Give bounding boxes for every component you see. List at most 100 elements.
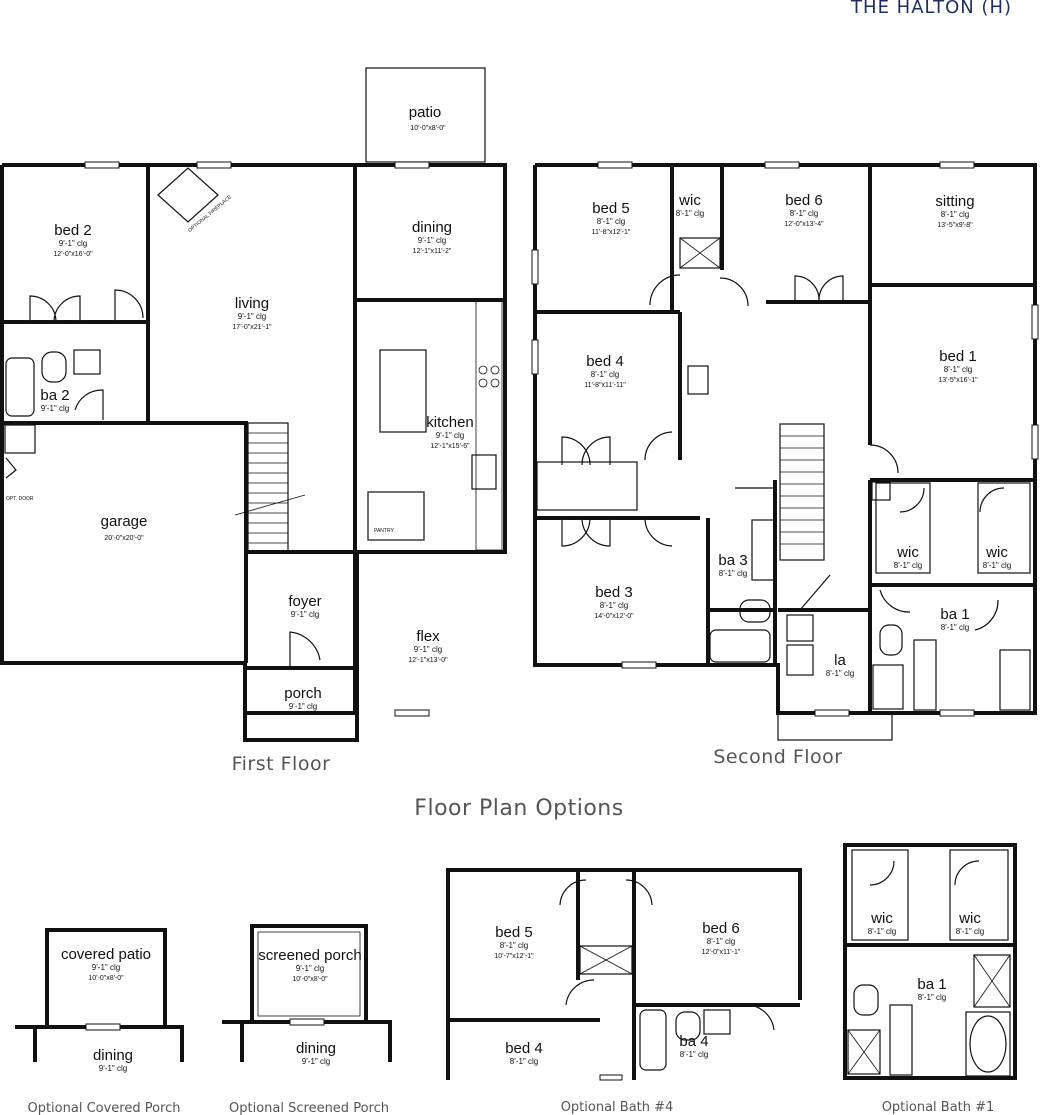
cooktop-burner [490, 378, 500, 388]
door-swing [879, 589, 911, 613]
option-screened-porch: screened porch 9'-1" clg 10'-0"x8'-0" di… [222, 924, 392, 1115]
window [939, 161, 975, 169]
room-ceiling: 8'-1" clg [826, 669, 854, 678]
kitchen-island [379, 349, 427, 433]
door-swing [979, 487, 1005, 513]
room-name: garage [101, 513, 148, 530]
room-name: ba 2 [40, 387, 69, 404]
room-size: 10'-0"x8'-0" [292, 976, 328, 983]
room-name: bed 5 [592, 200, 630, 217]
room-name: flex [416, 628, 440, 645]
room-ceiling: 9'-1" clg [59, 239, 87, 248]
room-ceiling: 9'-1" clg [418, 236, 446, 245]
room-ceiling: 8'-1" clg [600, 601, 628, 610]
room-size: 12'-0"x11'-1" [702, 949, 741, 956]
door-swing [818, 275, 844, 301]
door-swing [561, 436, 591, 466]
door-swing [869, 444, 899, 474]
window [1031, 304, 1039, 340]
room-name: bed 1 [939, 348, 977, 365]
pantry-note: PANTRY [374, 528, 394, 534]
room-size: 10'-7"x12'-1" [494, 953, 534, 960]
option-covered-porch: covered patio 9'-1" clg 10'-0"x8'-0" din… [15, 928, 184, 1115]
door-swing [581, 436, 611, 466]
options-heading: Floor Plan Options [414, 796, 623, 821]
wic-closet-right [977, 482, 1031, 574]
fireplace-icon [157, 167, 219, 223]
room-name: screened porch [258, 947, 361, 964]
room-name: wic [896, 544, 919, 561]
door-swing [794, 275, 820, 301]
room-name: wic [958, 910, 981, 927]
fireplace-note: OPTIONAL FIREPLACE [187, 194, 233, 234]
room-size: 12'-0"x13'-4" [784, 221, 824, 228]
option-bath-4: bed 5 8'-1" clg 10'-7"x12'-1" bed 6 8'-1… [446, 868, 802, 1115]
cooktop-burner [478, 378, 488, 388]
room-ceiling: 8'-1" clg [676, 209, 704, 218]
room-name: wic [870, 910, 893, 927]
window [394, 709, 430, 717]
water-heater [4, 424, 36, 454]
linen-closet [536, 461, 638, 511]
door-swing [29, 295, 57, 323]
second-floor-caption: Second Floor [713, 746, 842, 768]
door-swing [581, 517, 611, 547]
room-ceiling: 8'-1" clg [707, 937, 735, 946]
room-ceiling: 8'-1" clg [510, 1057, 538, 1066]
room-name: kitchen [426, 414, 474, 431]
wic-shelf [679, 237, 721, 269]
window [531, 249, 539, 285]
second-floor-plan: bed 5 8'-1" clg 11'-8"x12'-1" wic 8'-1" … [531, 161, 1039, 768]
room-ceiling: 8'-1" clg [868, 927, 896, 936]
room-name: dining [93, 1047, 133, 1064]
bathtub [5, 357, 35, 417]
room-size: 12'-0"x16'-0" [53, 251, 93, 258]
room-name: bed 4 [505, 1040, 543, 1057]
window [764, 161, 800, 169]
room-size: 14'-0"x12'-0" [594, 613, 634, 620]
option-bath-1: wic 8'-1" clg wic 8'-1" clg ba 1 8'-1" c… [843, 843, 1017, 1115]
option-caption: Optional Screened Porch [229, 1101, 389, 1115]
door-swing [644, 431, 673, 461]
room-name: wic [678, 192, 701, 209]
room-size: 11'-8"x12'-1" [592, 229, 631, 236]
room-name: foyer [288, 593, 321, 610]
room-ceiling: 9'-1" clg [92, 963, 120, 972]
double-vanity [913, 639, 937, 711]
wic-closet-left [875, 482, 931, 574]
room-size: 13'-5"x16'-1" [938, 377, 978, 384]
room-size: 10'-0"x8'-0" [88, 975, 124, 982]
room-name: bed 5 [495, 924, 533, 941]
porch-outline [243, 666, 359, 742]
room-ceiling: 9'-1" clg [436, 431, 464, 440]
bay-outline [777, 712, 893, 741]
room-name: dining [296, 1040, 336, 1057]
room-ceiling: 8'-1" clg [956, 927, 984, 936]
option-caption: Optional Covered Porch [27, 1101, 180, 1115]
door-swing [649, 274, 681, 306]
washer [786, 614, 814, 642]
room-ceiling: 8'-1" clg [719, 569, 747, 578]
room-size: 10'-0"x8'-0" [410, 125, 446, 132]
window [621, 661, 657, 669]
door-swing [799, 574, 831, 611]
window [597, 161, 633, 169]
door-swing [644, 517, 673, 547]
door-swing [974, 599, 999, 631]
room-name: bed 3 [595, 584, 633, 601]
first-floor-plan: patio 10'-0"x8'-0" bed 2 9'-1" clg 12'-0… [0, 67, 507, 775]
door-swing [899, 487, 925, 513]
window [939, 709, 975, 717]
shower [999, 649, 1031, 711]
room-size: 11'-8"x11'-11" [584, 382, 626, 389]
room-name: ba 3 [718, 552, 747, 569]
room-name: ba 4 [679, 1033, 708, 1050]
room-ceiling: 8'-1" clg [597, 217, 625, 226]
room-ceiling: 9'-1" clg [296, 964, 324, 973]
door-swing [719, 277, 749, 307]
room-ceiling: 9'-1" clg [291, 610, 319, 619]
room-name: covered patio [61, 946, 151, 963]
room-ceiling: 8'-1" clg [591, 370, 619, 379]
room-ceiling: 8'-1" clg [790, 209, 818, 218]
toilet [739, 599, 771, 623]
